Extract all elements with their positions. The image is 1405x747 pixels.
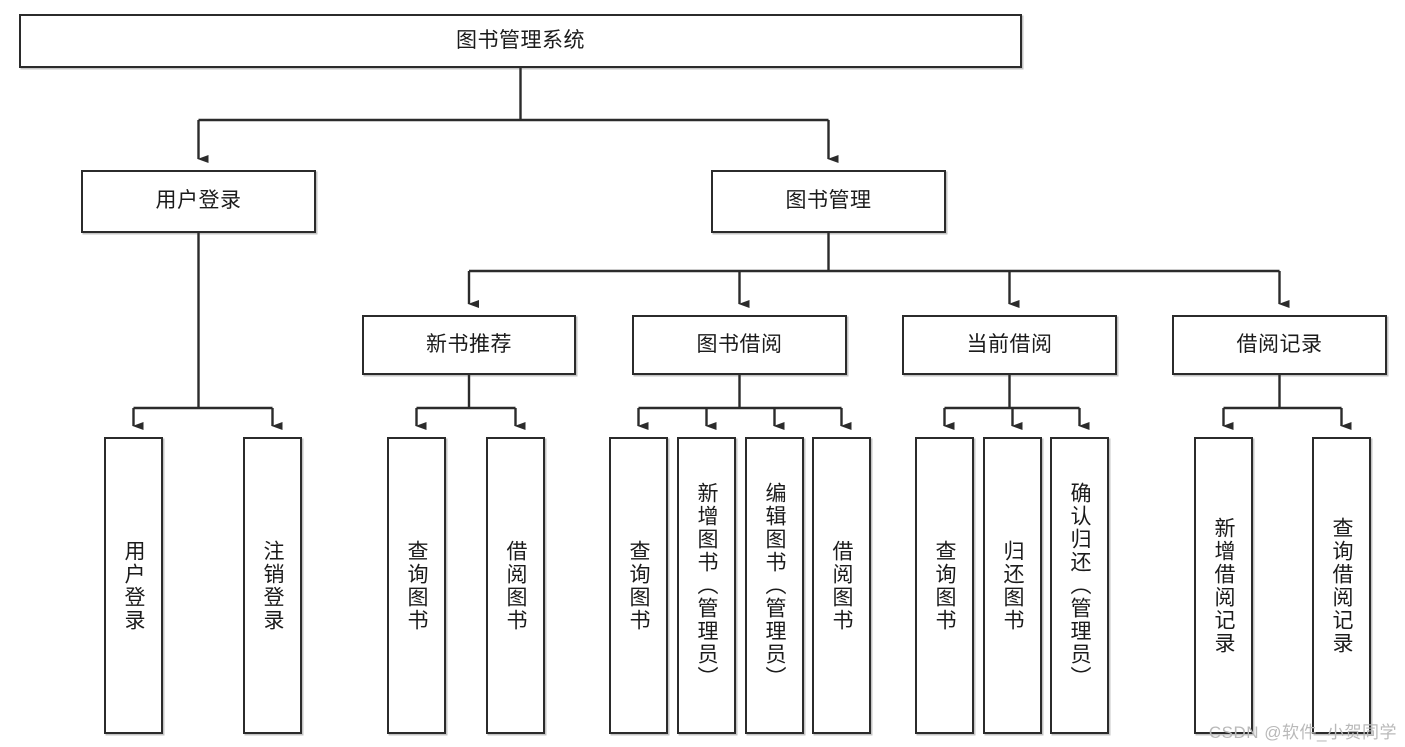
node-label-leaf_br_add_record: 新增借阅记录 xyxy=(1212,516,1235,655)
node-label-leaf_cb_confirm_return: 确认归还（管理员） xyxy=(1068,482,1091,689)
node-leaf_br_query_record[interactable]: 查询借阅记录 xyxy=(1312,437,1371,734)
node-leaf_bb_edit_book[interactable]: 编辑图书（管理员） xyxy=(745,437,804,734)
node-label-leaf_bb_query_book: 查询图书 xyxy=(627,539,650,632)
node-leaf_bb_query_book[interactable]: 查询图书 xyxy=(609,437,668,734)
node-borrow_record[interactable]: 借阅记录 xyxy=(1172,315,1387,375)
node-label-leaf_bb_borrow_book: 借阅图书 xyxy=(830,539,853,632)
node-label-book_mgmt: 图书管理 xyxy=(785,189,872,213)
node-label-leaf_rec_query_book: 查询图书 xyxy=(405,539,428,632)
node-leaf_rec_query_book[interactable]: 查询图书 xyxy=(387,437,446,734)
node-current_borrow[interactable]: 当前借阅 xyxy=(902,315,1117,375)
node-label-current_borrow: 当前借阅 xyxy=(966,332,1053,356)
node-label-leaf_user_login: 用户登录 xyxy=(122,539,145,632)
node-leaf_bb_add_book[interactable]: 新增图书（管理员） xyxy=(677,437,736,734)
node-user_login[interactable]: 用户登录 xyxy=(81,170,316,233)
node-book_mgmt[interactable]: 图书管理 xyxy=(711,170,946,233)
node-label-leaf_cb_query_book: 查询图书 xyxy=(933,539,956,632)
node-label-root: 图书管理系统 xyxy=(456,28,585,52)
node-label-leaf_user_logout: 注销登录 xyxy=(261,539,284,632)
node-label-book_borrow: 图书借阅 xyxy=(696,332,783,356)
node-leaf_user_login[interactable]: 用户登录 xyxy=(104,437,163,734)
node-label-borrow_record: 借阅记录 xyxy=(1236,332,1323,356)
node-root[interactable]: 图书管理系统 xyxy=(19,14,1022,68)
node-new_book_rec[interactable]: 新书推荐 xyxy=(362,315,576,375)
node-label-leaf_bb_add_book: 新增图书（管理员） xyxy=(695,482,718,689)
node-book_borrow[interactable]: 图书借阅 xyxy=(632,315,847,375)
node-label-user_login: 用户登录 xyxy=(155,189,242,213)
node-leaf_rec_borrow_book[interactable]: 借阅图书 xyxy=(486,437,545,734)
node-leaf_cb_confirm_return[interactable]: 确认归还（管理员） xyxy=(1050,437,1109,734)
watermark: CSDN @软件_小贺同学 xyxy=(1208,723,1397,742)
node-label-leaf_bb_edit_book: 编辑图书（管理员） xyxy=(763,482,786,689)
node-leaf_user_logout[interactable]: 注销登录 xyxy=(243,437,302,734)
node-leaf_cb_return_book[interactable]: 归还图书 xyxy=(983,437,1042,734)
node-label-new_book_rec: 新书推荐 xyxy=(426,332,512,356)
node-label-leaf_cb_return_book: 归还图书 xyxy=(1001,539,1024,632)
node-leaf_cb_query_book[interactable]: 查询图书 xyxy=(915,437,974,734)
node-label-leaf_rec_borrow_book: 借阅图书 xyxy=(504,539,527,632)
node-label-leaf_br_query_record: 查询借阅记录 xyxy=(1330,516,1353,655)
node-leaf_br_add_record[interactable]: 新增借阅记录 xyxy=(1194,437,1253,734)
node-leaf_bb_borrow_book[interactable]: 借阅图书 xyxy=(812,437,871,734)
